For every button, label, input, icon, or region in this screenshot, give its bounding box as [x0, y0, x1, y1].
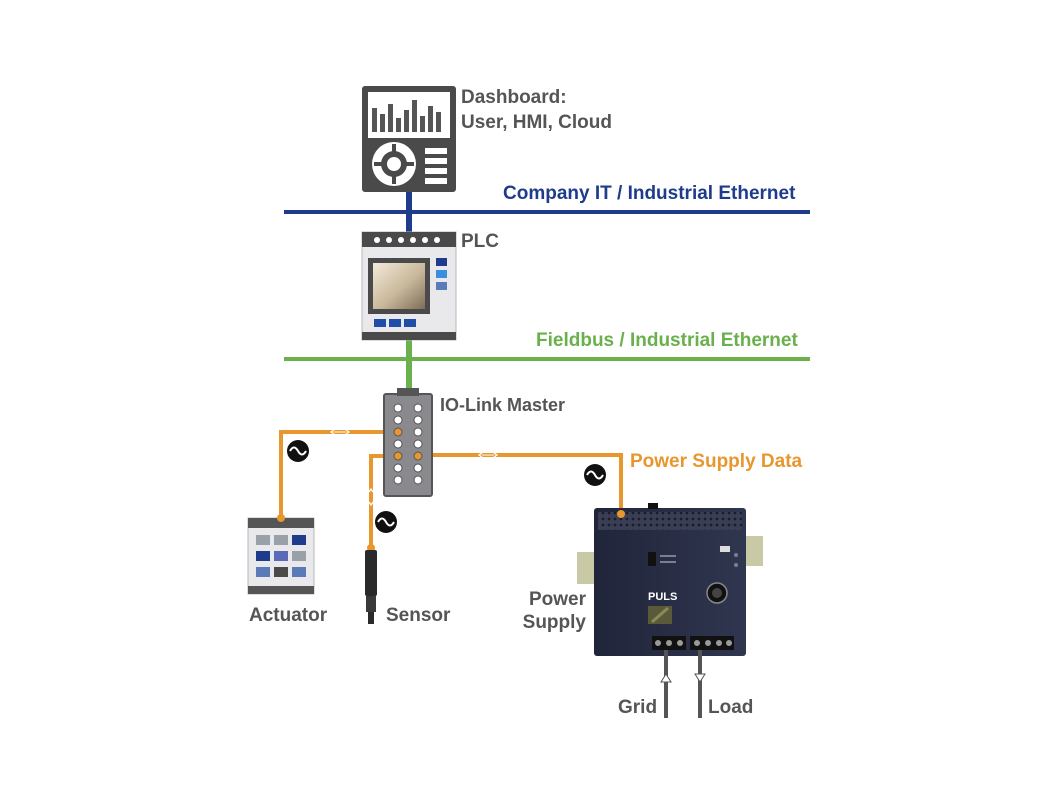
actuator-device: [247, 514, 315, 595]
gauge-icon: [372, 142, 416, 186]
power-cables: [664, 650, 702, 718]
dashboard-label-line1: Dashboard:: [461, 87, 567, 108]
power-supply-label-line1: Power: [528, 589, 586, 610]
power-supply-label: Power Supply: [520, 588, 586, 634]
iolink-wave-icon: [287, 440, 309, 462]
iolink-master-label: IO-Link Master: [440, 395, 566, 415]
plc-device: [361, 231, 457, 341]
load-label: Load: [708, 697, 754, 718]
dashboard-label-line2: User, HMI, Cloud: [461, 112, 612, 133]
sensor-label: Sensor: [386, 605, 451, 626]
power-supply-label-line2: Supply: [522, 612, 586, 633]
device-brand: PULS: [648, 591, 677, 603]
company-bus-label: Company IT / Industrial Ethernet: [503, 183, 796, 204]
actuator-cable: [279, 430, 398, 518]
dashboard-device: [362, 86, 456, 192]
iolink-cables: [279, 430, 623, 548]
iolink-master-device: [383, 388, 433, 497]
sensor-device: [365, 544, 377, 624]
grid-label: Grid: [618, 697, 658, 718]
arrow-down-icon: [694, 673, 706, 683]
bidirectional-arrow-icon: [329, 429, 499, 507]
plc-label: PLC: [461, 231, 499, 252]
power-supply-device: PULS: [577, 503, 763, 656]
dashboard-label: Dashboard: User, HMI, Cloud: [461, 85, 612, 135]
iolink-wave-icon: [584, 464, 606, 486]
iolink-wave-icon: [375, 511, 397, 533]
fieldbus-label: Fieldbus / Industrial Ethernet: [536, 330, 798, 351]
bar-chart-icon: [372, 100, 441, 132]
power-supply-data-label: Power Supply Data: [630, 451, 803, 472]
arrow-up-icon: [660, 673, 672, 683]
actuator-label: Actuator: [249, 605, 328, 626]
control-buttons-icon: [425, 148, 447, 184]
